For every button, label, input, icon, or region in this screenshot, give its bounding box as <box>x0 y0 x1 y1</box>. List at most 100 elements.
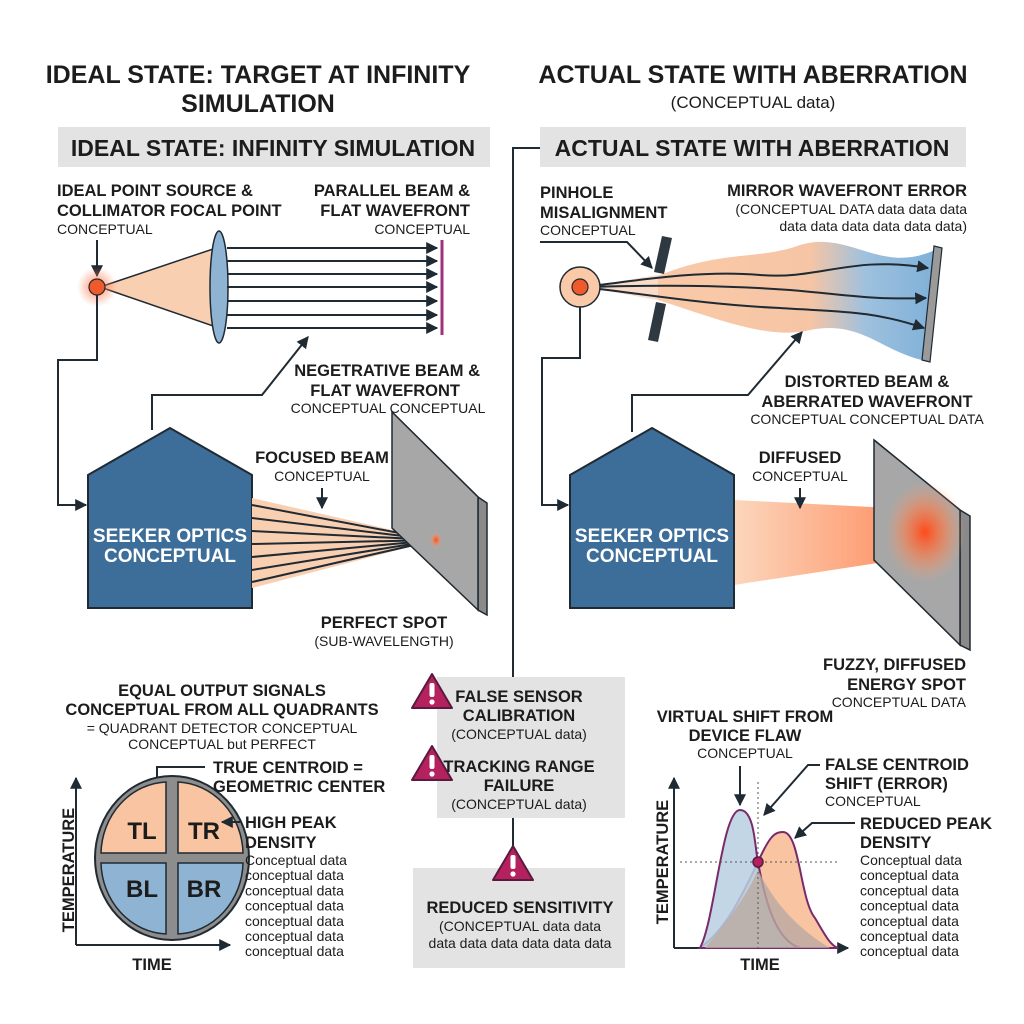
note-line: conceptual data <box>860 913 959 929</box>
focused-label: FOCUSED BEAM <box>255 449 389 467</box>
exclamation-mark <box>429 755 435 769</box>
svg-text:NEGETRATIVE BEAM &: NEGETRATIVE BEAM & <box>294 362 480 380</box>
wavy-rays <box>583 260 930 331</box>
light-cone <box>97 246 217 329</box>
svg-text:CONCEPTUAL FROM ALL QUADRANTS: CONCEPTUAL FROM ALL QUADRANTS <box>65 701 378 719</box>
reduced-sensitivity-note-line2: data data data data data data <box>429 935 612 951</box>
svg-text:(CONCEPTUAL data): (CONCEPTUAL data) <box>451 796 587 812</box>
svg-text:FUZZY, DIFFUSED: FUZZY, DIFFUSED <box>823 656 966 674</box>
note-line: conceptual data <box>245 913 344 929</box>
exclamation-dot <box>510 871 516 877</box>
warning-icon <box>411 673 453 709</box>
tracking-failure-warning: TRACKING RANGE FAILURE (CONCEPTUAL data) <box>443 758 594 812</box>
svg-text:BL: BL <box>126 876 158 903</box>
centroid-label-line2: GEOMETRIC CENTER <box>213 778 385 796</box>
quadrant-tl <box>100 781 167 854</box>
left-seeker-label: SEEKER OPTICS <box>93 526 247 547</box>
perfect-spot <box>430 532 442 548</box>
reduced-peak-label: REDUCED PEAK <box>860 815 992 833</box>
reduced-peak-label-line2: DENSITY <box>860 834 932 852</box>
fuzzy-spot <box>885 482 965 582</box>
svg-text:CONCEPTUAL: CONCEPTUAL <box>57 221 153 237</box>
svg-text:COLLIMATOR FOCAL POINT: COLLIMATOR FOCAL POINT <box>57 202 282 220</box>
svg-text:EQUAL OUTPUT SIGNALS: EQUAL OUTPUT SIGNALS <box>118 682 326 700</box>
focus-ray <box>251 539 437 583</box>
virtual-shift-label: VIRTUAL SHIFT FROM DEVICE FLAW CONCEPTUA… <box>657 708 834 761</box>
warning-box <box>437 677 625 818</box>
reduced-sensitivity-title: REDUCED SENSITIVITY <box>426 899 613 917</box>
note-line: conceptual data <box>860 867 959 883</box>
note-line: conceptual data <box>245 882 344 898</box>
left-x-axis-label: TIME <box>132 956 171 974</box>
distorted-label: DISTORTED BEAM & ABERRATED WAVEFRONT CON… <box>750 373 984 427</box>
right-y-axis-label: TEMPERATURE <box>654 800 672 924</box>
svg-text:CONCEPTUAL but PERFECT: CONCEPTUAL but PERFECT <box>128 736 316 752</box>
right-subtitle: (CONCEPTUAL data) <box>671 93 836 112</box>
svg-text:IDEAL POINT SOURCE &: IDEAL POINT SOURCE & <box>57 182 253 200</box>
false-centroid-label: FALSE CENTROID SHIFT (ERROR) CONCEPTUAL <box>825 756 969 809</box>
left-banner-text: IDEAL STATE: INFINITY SIMULATION <box>71 135 475 161</box>
distorted-arrow <box>631 331 803 432</box>
note-line: Conceptual data <box>860 852 962 868</box>
svg-text:CONCEPTUAL: CONCEPTUAL <box>374 221 470 237</box>
focused-sub: CONCEPTUAL <box>274 468 370 484</box>
svg-text:(CONCEPTUAL data): (CONCEPTUAL data) <box>451 726 587 742</box>
exclamation-dot <box>429 699 435 705</box>
high-peak-label: HIGH PEAK <box>245 814 337 832</box>
pinhole-arrow <box>540 241 653 269</box>
warning-icon <box>411 745 453 781</box>
svg-text:data data data data data data): data data data data data data) <box>779 218 967 234</box>
high-peak-label-line2: DENSITY <box>245 834 317 852</box>
svg-text:FALSE SENSOR: FALSE SENSOR <box>455 688 583 706</box>
svg-text:TL: TL <box>127 818 156 845</box>
svg-text:FLAT WAVEFRONT: FLAT WAVEFRONT <box>320 202 470 220</box>
quadrant-bl <box>100 862 167 935</box>
right-title: ACTUAL STATE WITH ABERRATION <box>538 61 967 89</box>
centroid-label: TRUE CENTROID = <box>213 759 363 777</box>
note-line: conceptual data <box>860 943 959 959</box>
note-line: Conceptual data <box>245 852 347 868</box>
svg-text:CALIBRATION: CALIBRATION <box>463 707 575 725</box>
reduced-peak-arrow <box>794 822 855 839</box>
note-line: conceptual data <box>245 898 344 914</box>
left-screen <box>391 410 488 617</box>
svg-text:CONCEPTUAL: CONCEPTUAL <box>540 222 636 238</box>
distorted-beam <box>658 241 935 360</box>
left-seeker-sub: CONCEPTUAL <box>104 546 236 567</box>
reduced-sensitivity-box <box>413 868 625 968</box>
pinhole-label: PINHOLE MISALIGNMENT CONCEPTUAL <box>540 184 667 238</box>
svg-text:MIRROR WAVEFRONT ERROR: MIRROR WAVEFRONT ERROR <box>727 182 967 200</box>
mirror-label: MIRROR WAVEFRONT ERROR (CONCEPTUAL DATA … <box>727 182 967 234</box>
right-seeker-sub: CONCEPTUAL <box>586 546 718 567</box>
svg-text:CONCEPTUAL DATA: CONCEPTUAL DATA <box>832 694 967 710</box>
note-line: conceptual data <box>245 943 344 959</box>
negetrative-label: NEGETRATIVE BEAM & FLAT WAVEFRONT CONCEP… <box>291 362 486 416</box>
svg-text:PARALLEL BEAM &: PARALLEL BEAM & <box>314 182 470 200</box>
right-screen <box>873 438 971 652</box>
false-calibration-warning: FALSE SENSOR CALIBRATION (CONCEPTUAL dat… <box>451 688 587 742</box>
svg-text:DISTORTED BEAM &: DISTORTED BEAM & <box>785 373 950 391</box>
focus-ray <box>251 539 437 571</box>
overlap-region <box>705 870 830 948</box>
svg-text:CONCEPTUAL CONCEPTUAL: CONCEPTUAL CONCEPTUAL <box>291 400 486 416</box>
quadrant-br <box>177 862 244 935</box>
pinhole-connector <box>541 307 581 511</box>
svg-text:PINHOLE: PINHOLE <box>540 184 613 202</box>
left-title: IDEAL STATE: TARGET AT INFINITY <box>46 61 471 89</box>
svg-text:BR: BR <box>187 876 222 903</box>
fuzzy-spot-label: FUZZY, DIFFUSED ENERGY SPOT CONCEPTUAL D… <box>823 656 967 710</box>
note-line: conceptual data <box>245 867 344 883</box>
perfect-spot-label: PERFECT SPOT <box>321 614 448 632</box>
focus-ray <box>251 539 437 558</box>
misaligned-source-icon <box>571 278 589 296</box>
svg-text:(CONCEPTUAL DATA data data dat: (CONCEPTUAL DATA data data data <box>735 201 967 217</box>
svg-text:VIRTUAL SHIFT FROM: VIRTUAL SHIFT FROM <box>657 708 834 726</box>
point-source-icon <box>88 278 106 296</box>
collimator-lens <box>209 230 229 344</box>
note-line: conceptual data <box>860 898 959 914</box>
svg-text:ABERRATED WAVEFRONT: ABERRATED WAVEFRONT <box>761 393 972 411</box>
svg-text:FALSE CENTROID: FALSE CENTROID <box>825 756 969 774</box>
parallel-label: PARALLEL BEAM & FLAT WAVEFRONT CONCEPTUA… <box>314 182 470 237</box>
svg-text:CONCEPTUAL: CONCEPTUAL <box>825 793 921 809</box>
